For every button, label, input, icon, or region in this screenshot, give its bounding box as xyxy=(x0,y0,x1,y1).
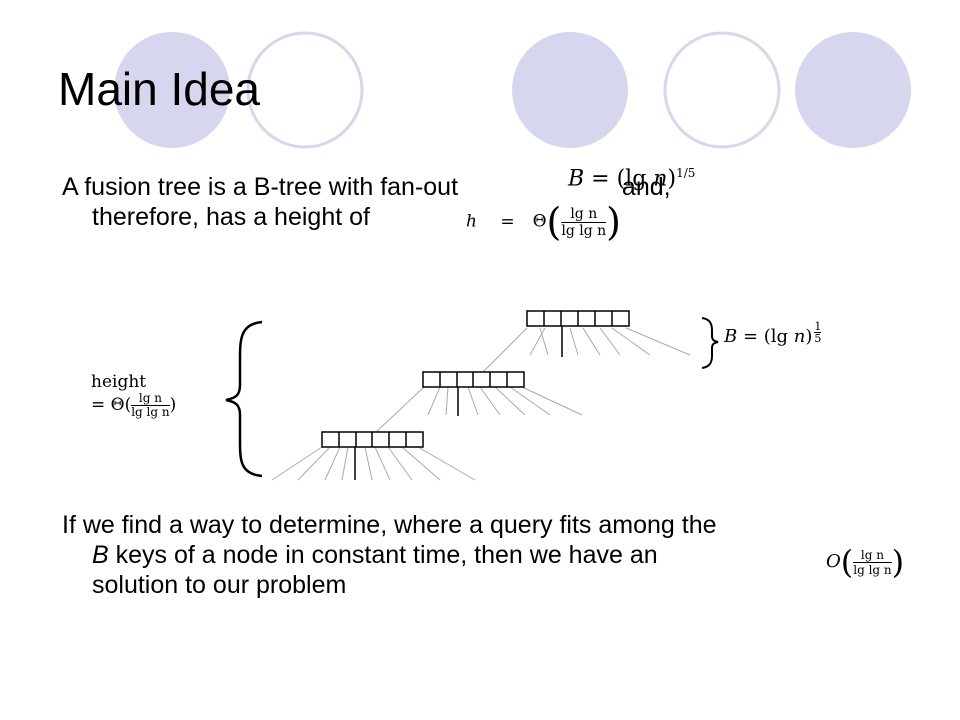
fanout-close: ) xyxy=(667,166,677,192)
height-theta: Θ xyxy=(532,211,547,232)
conclusion-line-3: solution to our problem xyxy=(92,571,347,599)
height-frac-den: lg lg n xyxy=(561,222,607,239)
left-brace xyxy=(225,320,263,478)
height-label-den: lg lg n xyxy=(131,405,170,419)
b-label-lhs: B xyxy=(724,326,738,347)
fanout-var: n xyxy=(653,166,668,192)
decorative-circles xyxy=(114,31,911,149)
b-label-exp-den: 5 xyxy=(814,331,822,345)
decor-circle-filled-3 xyxy=(795,32,911,148)
bigo-o: O xyxy=(826,551,841,572)
height-word: height xyxy=(91,372,147,392)
conclusion-key: B xyxy=(92,541,109,569)
intro-line-1: A fusion tree is a B-tree with fan-out a… xyxy=(62,172,671,202)
height-lhs: h xyxy=(466,211,477,232)
conclusion-line-2: B keys of a node in constant time, then … xyxy=(62,540,717,570)
decor-circle-outline-2 xyxy=(663,31,781,149)
fusion-tree-diagram xyxy=(225,310,719,481)
bigo-num: lg n xyxy=(853,548,892,563)
height-label-num: lg n xyxy=(131,392,170,406)
intro-text-2: and, xyxy=(614,173,671,201)
decor-circle-outline-1 xyxy=(246,31,364,149)
fanout-lhs: B xyxy=(568,166,585,192)
bigo-den: lg lg n xyxy=(853,562,892,577)
b-label-close: ) xyxy=(805,326,813,347)
conclusion-line-1: If we find a way to determine, where a q… xyxy=(62,511,717,539)
height-label-eq: = Θ( xyxy=(91,395,132,415)
paragraph-intro: A fusion tree is a B-tree with fan-out a… xyxy=(62,172,671,232)
height-frac-num: lg n xyxy=(561,206,607,223)
fanout-eq: = (lg xyxy=(584,166,654,192)
decor-circle-filled-2 xyxy=(512,32,628,148)
height-eq: = xyxy=(500,211,515,232)
tree-node-top xyxy=(479,310,691,376)
intro-line-2: therefore, has a height of xyxy=(92,203,370,231)
intro-text-1: A fusion tree is a B-tree with fan-out xyxy=(62,173,465,201)
slide-title: Main Idea xyxy=(58,63,261,115)
tree-node-middle xyxy=(373,371,583,435)
tree-node-bottom xyxy=(271,431,476,481)
fanout-exponent: 1/5 xyxy=(676,166,696,180)
formula-fanout: B = (lg n)1/5 xyxy=(568,166,695,191)
b-label-eq: = (lg xyxy=(737,326,794,347)
right-brace xyxy=(701,317,719,369)
b-label-var: n xyxy=(793,326,806,347)
height-label-close: ) xyxy=(169,395,177,415)
paragraph-conclusion: If we find a way to determine, where a q… xyxy=(62,510,717,600)
conclusion-rest: keys of a node in constant time, then we… xyxy=(108,541,658,569)
b-label-exp-num: 1 xyxy=(814,319,822,333)
decor-circle-filled-1 xyxy=(114,32,230,148)
